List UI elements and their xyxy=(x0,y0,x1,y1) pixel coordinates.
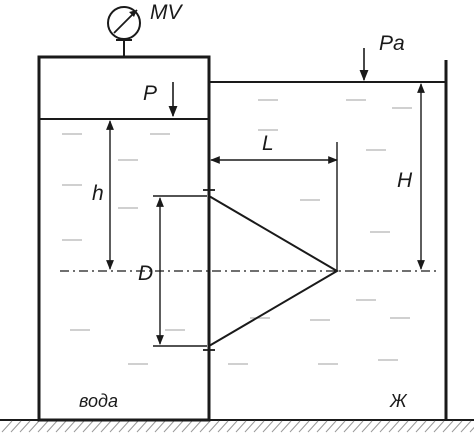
hatch-stroke xyxy=(406,420,418,433)
hatch-stroke xyxy=(433,420,445,433)
hatch-stroke xyxy=(442,420,454,433)
hatch-stroke xyxy=(208,420,220,433)
hatch-stroke xyxy=(316,420,328,433)
hatch-stroke xyxy=(145,420,157,433)
hatch-stroke xyxy=(82,420,94,433)
hatch-stroke xyxy=(109,420,121,433)
left-tank xyxy=(37,55,211,422)
hatch-stroke xyxy=(343,420,355,433)
hatch-stroke xyxy=(37,420,49,433)
hatch-stroke xyxy=(118,420,130,433)
gauge-label: MV xyxy=(150,1,183,24)
hatch-stroke xyxy=(190,420,202,433)
hatch-stroke xyxy=(55,420,67,433)
hatch-stroke xyxy=(298,420,310,433)
pressure-label: P xyxy=(143,82,157,105)
hatch-stroke xyxy=(172,420,184,433)
hatch-stroke xyxy=(415,420,427,433)
pressure-gauge xyxy=(107,6,141,57)
hatch-stroke xyxy=(127,420,139,433)
dimension-L xyxy=(210,142,338,271)
hatch-stroke xyxy=(28,420,40,433)
depth-label: h xyxy=(92,182,104,205)
hatch-stroke xyxy=(154,420,166,433)
hatch-stroke xyxy=(244,420,256,433)
hatch-stroke xyxy=(379,420,391,433)
hatch-stroke xyxy=(136,420,148,433)
hatch-stroke xyxy=(352,420,364,433)
hatch-stroke xyxy=(64,420,76,433)
water-texture xyxy=(62,133,185,365)
distance-label: L xyxy=(262,132,274,155)
hatch-stroke xyxy=(91,420,103,433)
hatch-stroke xyxy=(325,420,337,433)
right-tank xyxy=(209,60,448,420)
hatch-stroke xyxy=(181,420,193,433)
dimension-D xyxy=(153,195,207,347)
ambient-pressure-label: Pa xyxy=(379,32,405,55)
hatch-stroke xyxy=(334,420,346,433)
ground xyxy=(0,419,474,433)
hatch-stroke xyxy=(469,426,474,433)
hatch-stroke xyxy=(424,420,436,433)
hatch-stroke xyxy=(217,420,229,433)
hatch-stroke xyxy=(370,420,382,433)
hatch-stroke xyxy=(451,420,463,433)
hatch-stroke xyxy=(280,420,292,433)
hatch-stroke xyxy=(397,420,409,433)
hatch-stroke xyxy=(19,420,31,433)
hatch-stroke xyxy=(46,420,58,433)
hatch-stroke xyxy=(163,420,175,433)
hatch-stroke xyxy=(10,420,22,433)
liquid-texture xyxy=(228,99,412,365)
hatch-stroke xyxy=(460,420,472,433)
hatch-stroke xyxy=(199,420,211,433)
liquid-height-label: H xyxy=(397,169,413,192)
hatch-stroke xyxy=(262,420,274,433)
hatch-stroke xyxy=(271,420,283,433)
diameter-label: D xyxy=(138,262,153,285)
hatch-stroke xyxy=(289,420,301,433)
hatch-stroke xyxy=(388,420,400,433)
hatch-stroke xyxy=(235,420,247,433)
hatch-stroke xyxy=(226,420,238,433)
hatch-stroke xyxy=(361,420,373,433)
hatch-stroke xyxy=(307,420,319,433)
hatch-stroke xyxy=(1,420,13,433)
water-label: вода xyxy=(79,391,118,411)
hatch-stroke xyxy=(73,420,85,433)
hatch-stroke xyxy=(253,420,265,433)
liquid-label: Ж xyxy=(389,391,408,411)
hatch-stroke xyxy=(100,420,112,433)
